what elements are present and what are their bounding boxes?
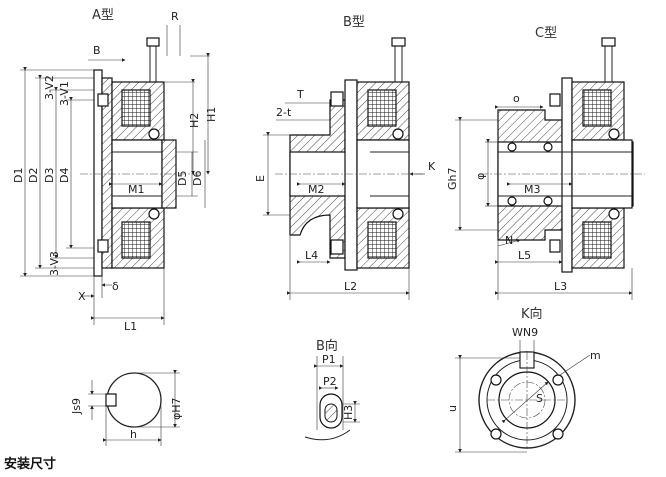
dim-c-o: o — [513, 92, 520, 105]
dim-a-v3: 3-V3 — [48, 251, 61, 276]
dim-kdir-m: m — [590, 349, 601, 362]
view-b-dir-title: B向 — [316, 338, 338, 354]
dim-a-d3: D3 — [43, 168, 56, 183]
dim-c-n: N — [505, 234, 513, 247]
view-b-title: B型 — [343, 15, 365, 30]
dim-b-l4: L4 — [305, 249, 318, 262]
view-b-direction: B向 P1 P2 H3 — [304, 338, 360, 441]
caption: 安装尺寸 — [4, 456, 56, 472]
dim-a-d5: D5 — [176, 171, 189, 186]
dim-kdir-s: S — [536, 392, 543, 405]
dim-a-h1: H1 — [205, 107, 218, 122]
dim-a-h2: H2 — [188, 113, 201, 128]
view-c-title: C型 — [535, 26, 557, 41]
dim-c-gh7: Gh7 — [446, 168, 459, 191]
dim-a-b: B — [93, 44, 101, 57]
view-a: A型 R B D1 D2 D3 D4 3-V2 3-V1 3-V3 — [12, 8, 218, 333]
dim-bdir-p2: P2 — [323, 375, 337, 388]
view-b: B型 T 2-t E — [254, 15, 436, 300]
dim-bdir-h3: H3 — [342, 405, 355, 420]
dim-shaft-h: h — [130, 428, 137, 441]
dim-a-v2: 3-V2 — [43, 75, 56, 100]
view-k-dir-title: K向 — [521, 306, 543, 322]
dim-a-x: X — [78, 290, 86, 303]
dim-b-e: E — [254, 175, 267, 182]
dim-shaft-h7: φH7 — [170, 397, 183, 420]
dim-bdir-p1: P1 — [322, 353, 336, 366]
dim-c-m3: M3 — [524, 183, 541, 196]
dim-c-l3: L3 — [554, 280, 567, 293]
dim-b-t-upper: T — [296, 88, 304, 101]
dim-a-r: R — [171, 10, 179, 23]
dim-shaft-js9: Js9 — [70, 398, 83, 415]
dim-kdir-wn9: WN9 — [512, 326, 538, 339]
dim-a-d6: D6 — [191, 171, 204, 186]
dim-b-l2: L2 — [344, 280, 357, 293]
dim-c-phi: φ — [474, 173, 487, 180]
dim-a-l1: L1 — [124, 320, 137, 333]
view-a-title: A型 — [92, 8, 114, 23]
dim-a-delta: δ — [112, 280, 119, 293]
dim-b-m2: M2 — [308, 183, 325, 196]
dim-b-t-count: 2-t — [276, 106, 292, 119]
dim-a-d4: D4 — [58, 168, 71, 183]
view-c: C型 o — [446, 26, 645, 300]
dim-c-l5: L5 — [518, 249, 531, 262]
dim-kdir-u: u — [446, 405, 459, 412]
view-k-direction: K向 WN9 S m u — [446, 306, 601, 453]
view-shaft: Js9 φH7 h — [70, 370, 183, 446]
dim-b-k: K — [428, 160, 436, 173]
dim-a-d1: D1 — [12, 168, 25, 183]
dim-a-v1: 3-V1 — [58, 81, 71, 106]
dim-a-m1: M1 — [128, 183, 145, 196]
dim-a-d2: D2 — [27, 168, 40, 183]
